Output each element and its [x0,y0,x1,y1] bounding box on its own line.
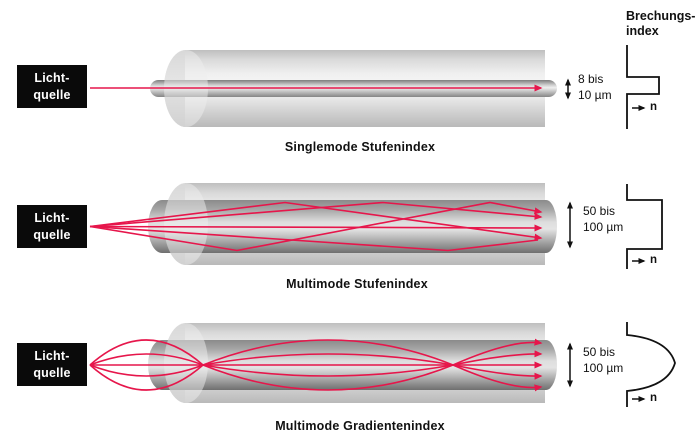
diameter-line1: 8 bis [578,72,604,86]
diameter-line2: 100 µm [583,219,624,234]
index-profile-multimode-step [626,184,663,269]
core-diameter-label-multimode-gradient: 50 bis 100 µm [583,345,623,376]
light-ray [89,339,543,392]
n-axis-label-singlemode: n [650,101,658,113]
diameter-line2: 100 µm [583,360,624,375]
light-ray [89,225,539,252]
caption-multimode-gradientenindex: Multimode Gradientenindex [275,419,445,433]
fiber-singlemode [90,50,571,127]
caption-singlemode-stufenindex: Singlemode Stufenindex [284,140,436,154]
n-axis-label-multimode-step: n [650,254,658,266]
light-rays [89,201,543,252]
cladding-cap-sheen [164,183,208,265]
light-source-label-line1: Licht- [34,71,70,86]
light-source-box-singlemode: Licht- quelle [17,65,87,108]
core-diameter-label-multimode-step: 50 bis 100 µm [583,204,623,235]
title-line1: Brechungs- [626,9,696,23]
light-source-box-multimode-gradient: Licht- quelle [17,343,87,386]
light-source-label-line2: quelle [33,87,71,102]
n-axis-label-multimode-gradient: n [650,392,658,404]
core-diameter-label-singlemode: 8 bis 10 µm [578,72,612,103]
caption-multimode-stufenindex: Multimode Stufenindex [286,277,428,291]
light-source-label-line2: quelle [33,227,71,242]
light-ray [89,353,543,380]
diameter-line1: 50 bis [583,204,616,218]
light-rays [89,338,543,392]
light-ray [89,201,543,252]
light-ray [89,201,543,241]
light-source-label-line2: quelle [33,365,71,380]
light-source-label-line1: Licht- [34,349,70,364]
index-profile-multimode-gradient [626,322,676,407]
title-line2: index [626,24,659,38]
light-ray [89,338,543,391]
light-ray [89,350,543,377]
index-profile-singlemode [626,45,660,129]
diameter-line2: 10 µm [578,87,612,102]
light-source-box-multimode-step: Licht- quelle [17,205,87,248]
light-source-label-line1: Licht- [34,211,70,226]
diameter-line1: 50 bis [583,345,616,359]
fiber-multimode-step [89,183,573,265]
light-ray [89,201,543,228]
profile-parabolic [626,322,676,407]
profile-step-narrow [626,45,660,129]
profile-step-wide [626,184,663,269]
refractive-index-title: Brechungs- index [626,9,695,39]
fiber-multimode-gradient [89,323,573,403]
